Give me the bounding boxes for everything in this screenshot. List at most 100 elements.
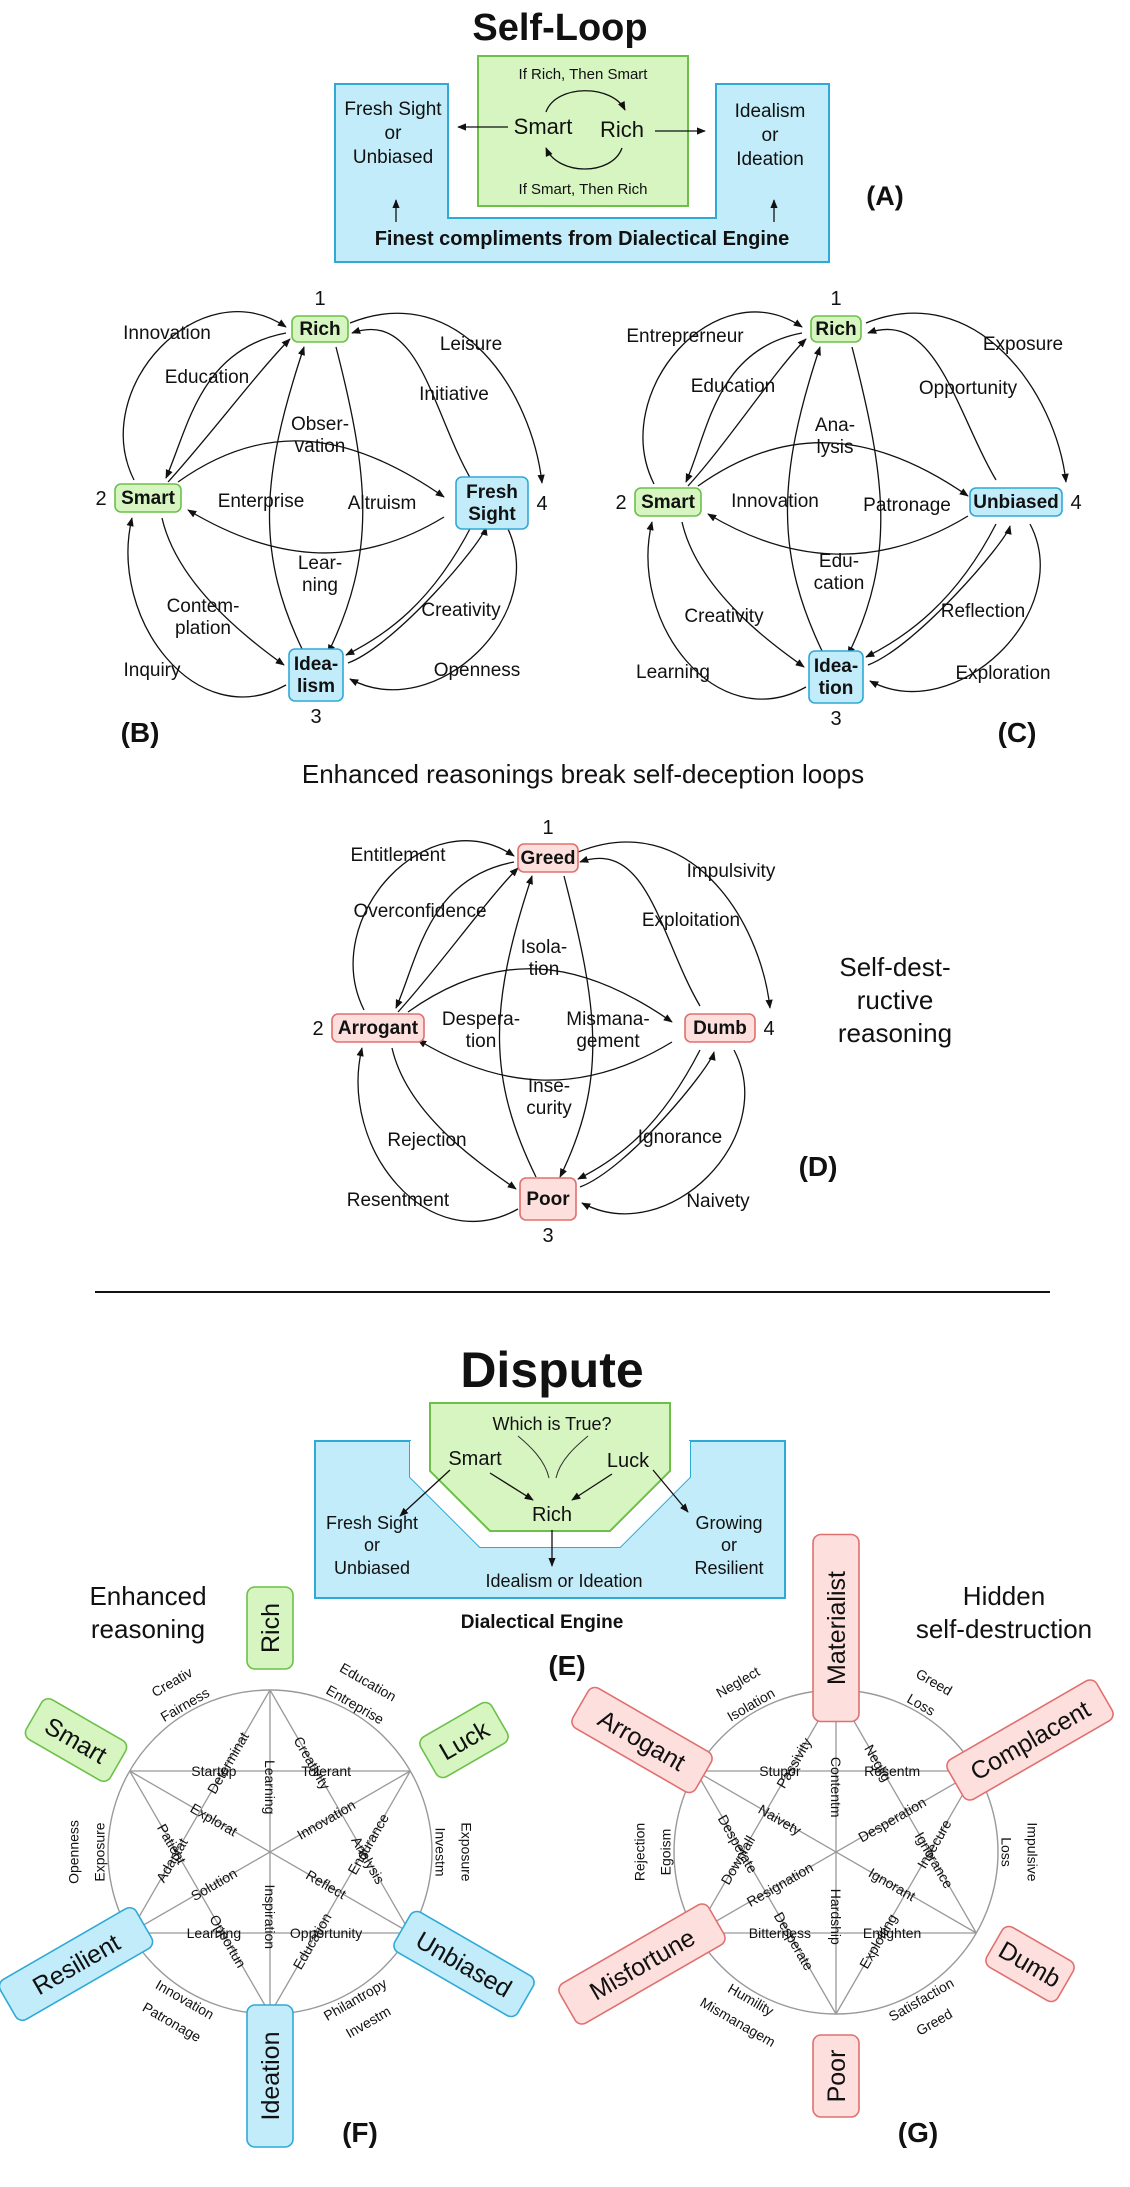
flow-3-1 (786, 346, 825, 656)
word-h-bot-0: Inse- (528, 1076, 570, 1097)
node-3-box (519, 1177, 577, 1221)
vertex-label: Poor (823, 2050, 851, 2103)
flow-1-4 (577, 841, 773, 1009)
hex-word: Enlighten (863, 1925, 921, 1941)
idealism-line1: Idealism (735, 101, 806, 122)
word-h-top-0: Obser- (291, 414, 349, 435)
panel-f-heading-2: reasoning (91, 1614, 205, 1644)
node-2-number: 2 (615, 492, 626, 514)
node-3-label-0: Idea- (294, 654, 338, 675)
dispute-right-2: or (721, 1535, 737, 1555)
node-4-number: 4 (1070, 492, 1081, 514)
vertex-box (985, 1925, 1075, 2003)
hex-word: Resentm (864, 1763, 920, 1779)
hex-word: Openness (66, 1820, 82, 1884)
hex-word: Learning (187, 1925, 242, 1941)
flow-2-1 (397, 867, 519, 1013)
dispute-title: Dispute (460, 1342, 643, 1398)
vertex-label: Materialist (823, 1571, 851, 1685)
node-1-label-0: Rich (815, 319, 856, 340)
dispute-question: Which is True? (492, 1414, 611, 1434)
vertex-box (393, 1910, 535, 2018)
dispute-engine: Dialectical Engine (461, 1612, 624, 1633)
word-h-top-1: lysis (817, 437, 854, 458)
dispute-curve-left (517, 1435, 550, 1479)
word-inner-br: Reflection (941, 601, 1026, 622)
node-1-number: 1 (542, 817, 553, 839)
flow-2-1-outer (352, 840, 515, 1011)
word-h-top-1: vation (295, 436, 346, 457)
word-v-right-1: gement (576, 1031, 640, 1052)
word-v-right: Altruism (348, 493, 417, 514)
loop-arrow-bottom (545, 147, 623, 170)
word-outer-tr: Leisure (440, 334, 502, 355)
flow-4-3 (865, 523, 997, 658)
word-v-left: Enterprise (218, 491, 305, 512)
flow-4-3-outer (581, 1049, 746, 1215)
word-outer-tl: Innovation (123, 323, 211, 344)
panel-d-side-line3: reasoning (838, 1018, 952, 1048)
word-inner-tr: Opportunity (919, 378, 1018, 399)
dispute-rich: Rich (532, 1504, 572, 1526)
node-2-box (331, 1013, 425, 1043)
hex-word: Contentm (828, 1757, 844, 1818)
dispute-smart: Smart (448, 1448, 502, 1470)
node-3-box (288, 648, 344, 702)
flow-1-4 (349, 312, 545, 484)
hex-word: Learning (262, 1760, 278, 1815)
vertex-upper_left: Arrogant (571, 1686, 713, 1794)
hex-word: Stupor (759, 1763, 801, 1779)
flow-3-4 (867, 525, 1012, 666)
label-b: (B) (121, 717, 160, 748)
word-outer-br: Openness (434, 660, 521, 681)
node-3-number: 3 (542, 1225, 553, 1247)
label-c: (C) (998, 717, 1037, 748)
node-1-number: 1 (830, 288, 841, 310)
word-h-top-1: tion (529, 959, 560, 980)
flow-1-3 (559, 875, 594, 1178)
fresh-sight-line3: Unbiased (353, 147, 433, 168)
fresh-sight-line1: Fresh Sight (344, 99, 442, 120)
panel-d-side-line1: Self-dest- (839, 952, 950, 982)
word-h-bot-0: Lear- (298, 553, 342, 574)
word-outer-br: Exploration (955, 663, 1050, 684)
panel-d-side-line2: ructive (857, 985, 934, 1015)
vertex-label: Rich (257, 1603, 285, 1653)
flow-2-1-outer (122, 311, 287, 481)
word-h-bot-1: ning (302, 575, 338, 596)
flow-3-2-outer (646, 521, 807, 700)
node-4-number: 4 (763, 1018, 774, 1040)
self-loop-smart: Smart (514, 114, 573, 139)
flow-2-4 (697, 442, 969, 497)
word-v-left: Innovation (731, 491, 819, 512)
vertex-lower_right: Dumb (985, 1925, 1075, 2003)
node-3-label-0: Idea- (814, 656, 858, 677)
dispute-bottom: Idealism or Ideation (485, 1571, 642, 1591)
word-outer-tl: Entitlement (350, 845, 446, 866)
flow-3-4 (347, 526, 488, 664)
node-1-label-0: Rich (299, 319, 340, 340)
word-v-left-1: tion (466, 1031, 497, 1052)
arrow-luck-growing (652, 1469, 689, 1513)
node-4-box (969, 487, 1063, 517)
node-2-box (634, 487, 702, 517)
hex-word: Education (290, 1910, 335, 1972)
panel-g-heading-1: Hidden (963, 1581, 1045, 1611)
dispute-left-1: Fresh Sight (326, 1513, 418, 1533)
loop-arrow-top (545, 90, 626, 113)
node-2-label-0: Arrogant (338, 1018, 419, 1039)
hex-word: Loss (998, 1837, 1014, 1867)
hex-word: Opportunity (290, 1925, 362, 1941)
vertex-box (24, 1697, 128, 1783)
hex-word: Opportun (206, 1912, 249, 1971)
vertex-label: Ideation (257, 2032, 285, 2121)
dispute-right-3: Resilient (694, 1558, 763, 1578)
self-loop-title: Self-Loop (472, 7, 647, 49)
hex-word: Reflect (303, 1867, 349, 1903)
flow-4-2 (187, 509, 445, 554)
flow-4-1 (867, 326, 997, 481)
hex-word: Startup (191, 1763, 236, 1779)
word-outer-br: Naivety (686, 1191, 750, 1212)
